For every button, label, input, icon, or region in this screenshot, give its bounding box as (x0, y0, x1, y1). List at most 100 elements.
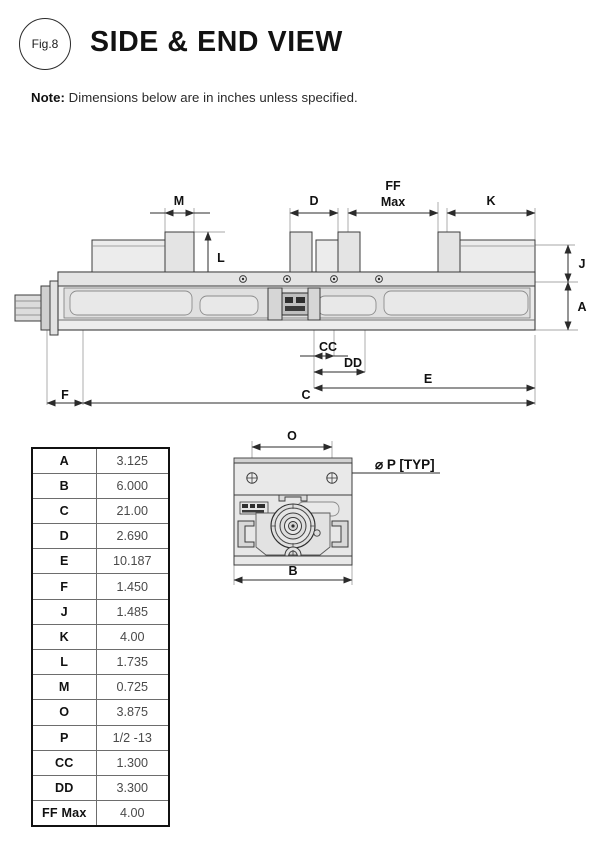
side-view-svg: M L D FF Max K J A CC DD E C F (14, 179, 587, 407)
end-view-dimension-labels: O B (287, 429, 297, 578)
note-text: Dimensions below are in inches unless sp… (64, 90, 358, 105)
dim-value: 1/2 -13 (95, 724, 170, 751)
dim-label-F: F (61, 388, 69, 402)
figure-number-label: Fig.8 (31, 37, 59, 51)
dim-key: K (31, 623, 97, 651)
dim-key: E (31, 548, 97, 575)
right-jaw-block (437, 231, 461, 273)
end-view-drawing: O B ⌀ P [TYP] (0, 425, 600, 615)
center-right-jaw-block (337, 231, 361, 273)
center-filler-plate (315, 239, 339, 273)
dim-key: F (31, 573, 97, 600)
dim-label-E: E (424, 372, 432, 386)
dim-value: 4.00 (95, 800, 170, 827)
center-left-jaw-block (289, 231, 313, 273)
figure-number-badge: Fig.8 (19, 18, 71, 70)
left-jaw-plate (91, 239, 166, 273)
end-view-spindle (270, 503, 316, 549)
end-view-small-port (313, 529, 321, 537)
dim-label-M: M (174, 194, 184, 208)
vise-side-body (14, 231, 536, 336)
dim-key: P (31, 724, 97, 751)
dim-key: DD (31, 774, 97, 802)
dim-key: J (31, 598, 97, 625)
dim-key: O (31, 699, 97, 726)
dim-key: CC (31, 749, 97, 776)
dim-label-D: D (309, 194, 318, 208)
dim-value: 1.485 (95, 598, 170, 625)
dim-value: 6.000 (95, 472, 170, 499)
dim-key: L (31, 648, 97, 676)
dim-key: B (31, 472, 97, 499)
body-pockets (69, 290, 529, 316)
vise-base-top-rail (57, 271, 536, 287)
dim-key: M (31, 674, 97, 701)
vise-end-body (233, 457, 353, 566)
side-view-dimension-labels: M L D FF Max K J A CC DD E C F (61, 179, 586, 402)
dim-value: 0.725 (95, 674, 170, 701)
end-view-base-foot (233, 555, 353, 566)
dim-label-DD: DD (344, 356, 362, 370)
dim-key: C (31, 497, 97, 525)
bottom-dimension-lines (46, 352, 536, 407)
end-view-center-notch (278, 494, 308, 502)
end-view-nameplate (239, 501, 269, 515)
dim-label-FF-max: Max (381, 195, 405, 209)
dim-value: 4.00 (95, 623, 170, 651)
dim-value: 1.300 (95, 749, 170, 776)
dim-label-O: O (287, 429, 297, 443)
page-header: Fig.8 SIDE & END VIEW (0, 0, 600, 78)
end-view-left-tslot (237, 520, 255, 548)
dim-label-C: C (301, 388, 310, 402)
end-view-right-tslot (331, 520, 349, 548)
dim-label-CC: CC (319, 340, 337, 354)
dim-label-J: J (579, 257, 586, 271)
note-label: Note: (31, 90, 65, 105)
dim-label-B: B (288, 564, 297, 578)
note-line: Note: Dimensions below are in inches unl… (31, 90, 358, 105)
dim-value: 2.690 (95, 523, 170, 550)
dim-value: 1.735 (95, 648, 170, 676)
dim-value: 3.125 (95, 447, 170, 474)
left-jaw-block (164, 231, 195, 273)
top-fastener-holes (239, 275, 383, 283)
center-slide-block (267, 287, 321, 321)
page-title: SIDE & END VIEW (90, 26, 343, 58)
top-dimension-lines (150, 209, 572, 331)
dim-value: 10.187 (95, 548, 170, 575)
dim-key: D (31, 523, 97, 550)
dim-label-A: A (577, 300, 586, 314)
end-view-mounting-holes (246, 472, 338, 484)
dim-key: FF Max (31, 800, 97, 827)
dim-label-L: L (217, 251, 225, 265)
lead-screw-end (14, 280, 59, 336)
dim-label-K: K (486, 194, 495, 208)
side-view-drawing: M L D FF Max K J A CC DD E C F (0, 160, 600, 425)
diameter-p-typ-note: ⌀ P [TYP] (375, 457, 435, 472)
end-view-svg: O B ⌀ P [TYP] (233, 429, 440, 585)
dim-value: 3.300 (95, 774, 170, 802)
right-jaw-plate (459, 239, 536, 273)
dim-key: A (31, 447, 97, 474)
dim-value: 3.875 (95, 699, 170, 726)
dim-label-FF: FF (385, 179, 401, 193)
dim-value: 21.00 (95, 497, 170, 525)
